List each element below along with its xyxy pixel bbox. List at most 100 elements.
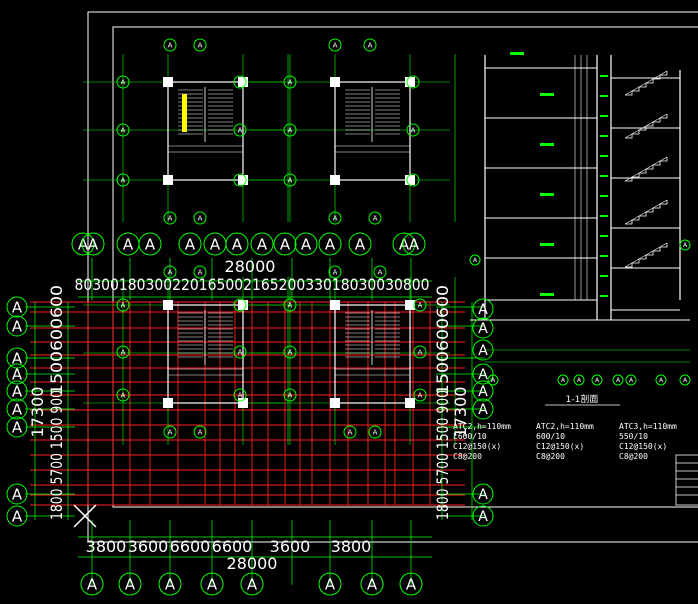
axis-bubble-circle xyxy=(472,298,494,320)
axis-bubble-circle xyxy=(116,298,130,312)
axis-bubble-circle xyxy=(472,505,494,527)
axis-bubble-circle xyxy=(163,38,177,52)
bottom-dimension-value: 3800 xyxy=(86,537,127,556)
axis-bubble-label: A xyxy=(478,509,488,525)
axis-bubble-label: A xyxy=(238,302,243,310)
axis-bubble-label: A xyxy=(333,42,338,50)
axis-bubble-circle xyxy=(116,345,130,359)
axis-bubble-label: A xyxy=(12,298,23,316)
axis-bubble: A xyxy=(413,345,427,359)
elevation-mark xyxy=(540,293,554,296)
axis-bubble: A xyxy=(392,232,416,256)
axis-bubble: A xyxy=(363,38,377,52)
axis-bubble-label: A xyxy=(325,575,336,593)
axis-bubble-circle xyxy=(363,38,377,52)
axis-bubble: A xyxy=(116,388,130,402)
axis-bubble-circle xyxy=(116,388,130,402)
axis-bubble: A xyxy=(163,211,177,225)
axis-bubble: A xyxy=(163,425,177,439)
axis-bubble-label: A xyxy=(280,235,291,253)
axis-bubble-label: A xyxy=(168,42,173,50)
stair-slope xyxy=(624,199,668,225)
axis-bubble: A xyxy=(283,298,297,312)
column xyxy=(163,77,173,87)
axis-bubble-label: A xyxy=(78,235,89,253)
axis-bubble-circle xyxy=(6,505,28,527)
stair-plan xyxy=(250,277,456,445)
axis-bubble: A xyxy=(413,298,427,312)
column xyxy=(163,398,173,408)
bottom-dimension-value: 6600 xyxy=(212,537,253,556)
axis-bubble: A xyxy=(283,75,297,89)
axis-bubble-circle xyxy=(233,173,247,187)
axis-bubble: A xyxy=(233,345,247,359)
axis-bubble-label: A xyxy=(238,392,243,400)
axis-bubble: A xyxy=(6,363,28,385)
axis-bubble-circle xyxy=(6,398,28,420)
axis-bubble-label: A xyxy=(210,235,221,253)
axis-bubble-circle xyxy=(193,265,207,279)
axis-lines xyxy=(25,258,485,585)
section-hatch xyxy=(600,235,608,237)
axis-bubble: A xyxy=(193,38,207,52)
stair-slope xyxy=(624,156,668,182)
elevation-mark xyxy=(540,243,554,246)
axis-bubble-label: A xyxy=(165,575,176,593)
axis-bubble-label: A xyxy=(288,127,293,135)
axis-bubble-label: A xyxy=(198,429,203,437)
axis-bubble: A xyxy=(233,298,247,312)
top-total-dimension: 28000 xyxy=(225,257,276,276)
drawing-frame xyxy=(87,11,698,543)
axis-bubble: A xyxy=(472,317,494,339)
svg-text:L600/10: L600/10 xyxy=(453,432,487,441)
axis-bubble-circle xyxy=(138,232,162,256)
axis-bubble: A xyxy=(240,572,264,596)
axis-bubble: A xyxy=(318,232,342,256)
axis-bubble-label: A xyxy=(683,242,688,249)
axis-bubble-circle xyxy=(294,232,318,256)
axis-bubble-label: A xyxy=(12,317,23,335)
axis-bubble-label: A xyxy=(411,177,416,185)
axis-bubble: A xyxy=(233,173,247,187)
axis-bubble-circle xyxy=(6,347,28,369)
column xyxy=(405,398,415,408)
section-title: 1-1剖面 xyxy=(566,393,599,405)
column xyxy=(405,300,415,310)
axis-bubble-circle xyxy=(328,211,342,225)
axis-bubble: A xyxy=(413,388,427,402)
axis-bubble-circle xyxy=(625,374,637,386)
axis-bubble: A xyxy=(116,123,130,137)
axis-bubble-label: A xyxy=(301,235,312,253)
axis-bubble-label: A xyxy=(478,487,488,503)
axis-bubble: A xyxy=(328,38,342,52)
column xyxy=(238,300,248,310)
axis-bubble-circle xyxy=(6,315,28,337)
axis-bubble: A xyxy=(6,416,28,438)
axis-bubble-label: A xyxy=(577,377,582,384)
axis-bubble-label: A xyxy=(238,177,243,185)
axis-bubble-label: A xyxy=(145,235,156,253)
axis-bubble-label: A xyxy=(12,418,23,436)
axis-bubble-circle xyxy=(81,232,105,256)
axis-bubble-circle xyxy=(233,75,247,89)
axis-bubble-label: A xyxy=(121,392,126,400)
stair-plans xyxy=(83,54,456,445)
axis-bubble-circle xyxy=(80,572,104,596)
axis-bubble-circle xyxy=(413,298,427,312)
axis-bubble-label: A xyxy=(478,343,488,359)
axis-bubble-circle xyxy=(402,232,426,256)
axis-bubble: A xyxy=(472,298,494,320)
column xyxy=(330,398,340,408)
axis-bubble: A xyxy=(283,173,297,187)
axis-bubble-circle xyxy=(487,374,499,386)
axis-bubble: A xyxy=(81,232,105,256)
axis-bubble: A xyxy=(343,425,357,439)
axis-bubble: A xyxy=(406,173,420,187)
axis-bubble: A xyxy=(116,345,130,359)
axis-bubble-circle xyxy=(250,232,274,256)
axis-bubble: A xyxy=(116,75,130,89)
column xyxy=(238,77,248,87)
